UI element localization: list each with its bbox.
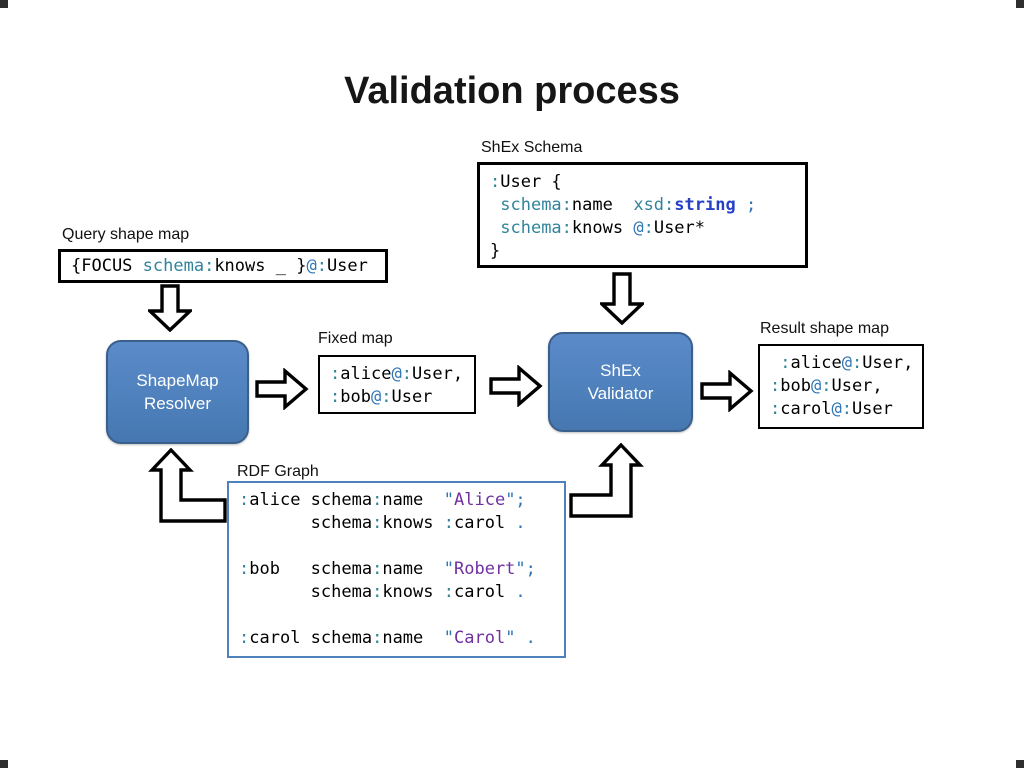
right-block-arrow-icon bbox=[489, 365, 543, 407]
result-shape-map-box: :alice@:User,:bob@:User,:carol@:User bbox=[758, 344, 924, 429]
shex-validator-label-line2: Validator bbox=[587, 384, 654, 403]
corner-marker bbox=[0, 760, 8, 768]
shapemap-resolver-label-line2: Resolver bbox=[143, 394, 212, 413]
corner-marker bbox=[0, 0, 8, 8]
right-block-arrow-icon bbox=[700, 370, 754, 412]
down-block-arrow-icon bbox=[600, 272, 644, 325]
corner-marker bbox=[1016, 760, 1024, 768]
rdf-graph-label: RDF Graph bbox=[237, 463, 319, 480]
shex-schema-code-box: :User { schema:name xsd:string ; schema:… bbox=[477, 162, 808, 268]
bent-up-arrow-icon bbox=[569, 443, 647, 521]
shex-validator-node: ShEx Validator bbox=[548, 332, 693, 432]
shapemap-resolver-node: ShapeMap Resolver bbox=[106, 340, 249, 444]
down-block-arrow-icon bbox=[148, 284, 192, 332]
query-shape-map-box: {FOCUS schema:knows _ }@:User bbox=[58, 249, 388, 283]
query-shape-map-label: Query shape map bbox=[62, 226, 190, 243]
fixed-map-label: Fixed map bbox=[318, 330, 393, 347]
slide-title: Validation process bbox=[344, 70, 680, 112]
bent-up-arrow-icon bbox=[145, 448, 227, 526]
right-block-arrow-icon bbox=[255, 368, 309, 410]
fixed-map-box: :alice@:User,:bob@:User bbox=[318, 355, 476, 414]
result-shape-map-label: Result shape map bbox=[760, 320, 889, 337]
corner-marker bbox=[1016, 0, 1024, 8]
shex-schema-label: ShEx Schema bbox=[481, 139, 583, 156]
shex-validator-label-line1: ShEx bbox=[600, 361, 641, 380]
rdf-graph-box: :alice schema:name "Alice"; schema:knows… bbox=[227, 481, 566, 658]
shapemap-resolver-label-line1: ShapeMap bbox=[136, 371, 219, 390]
